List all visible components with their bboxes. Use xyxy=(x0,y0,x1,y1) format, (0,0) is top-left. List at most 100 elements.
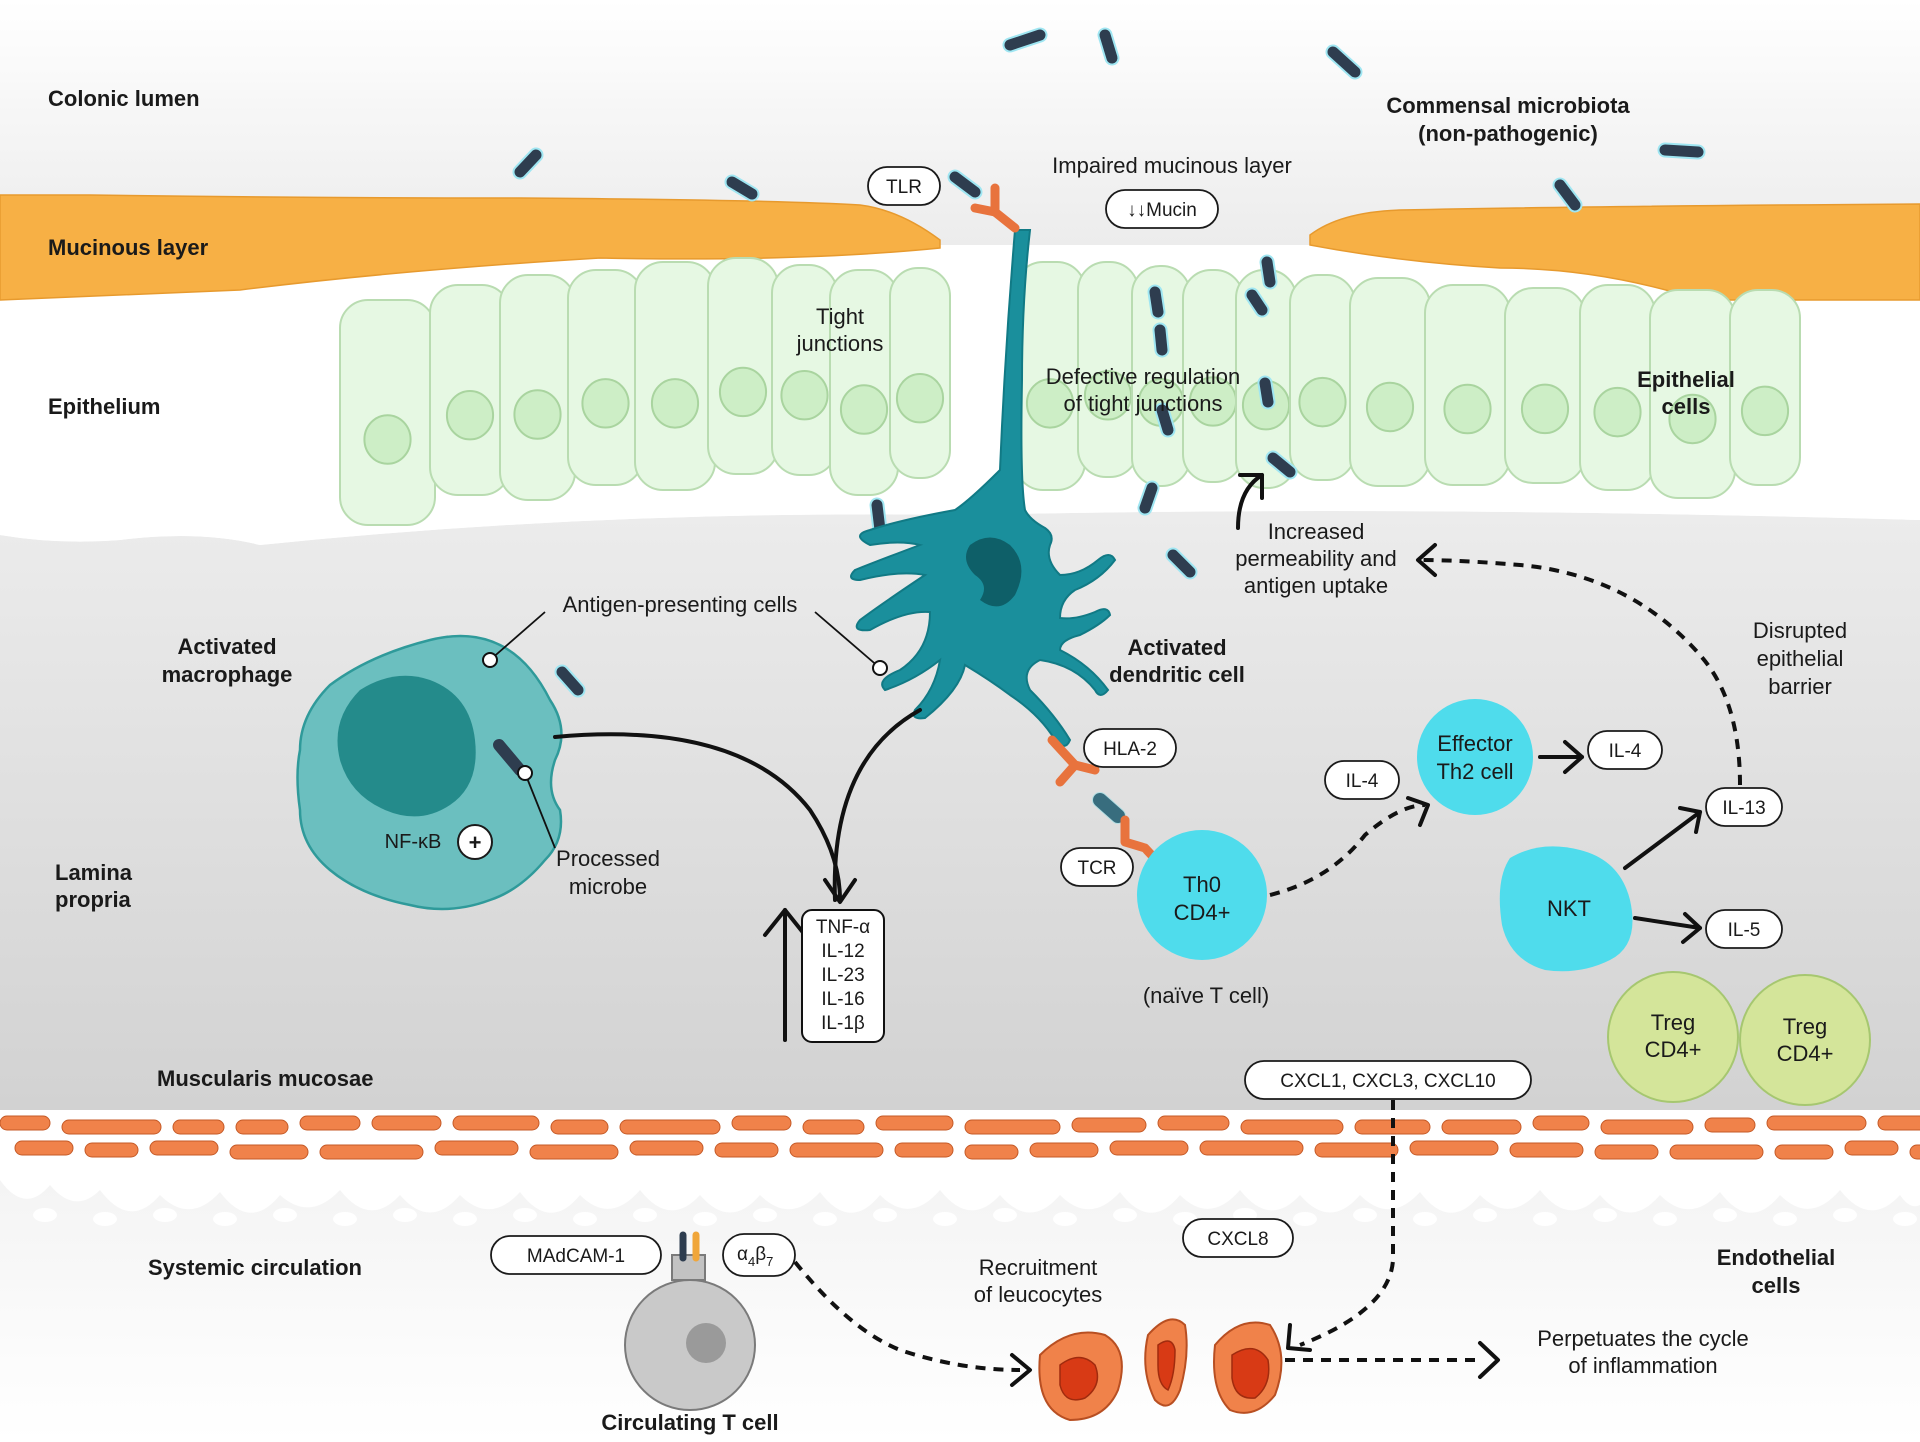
epithelial-nucleus xyxy=(895,372,945,424)
th0-cd4-cell xyxy=(1137,830,1267,960)
muscle-fiber xyxy=(14,1140,74,1156)
pill-tcr-text: TCR xyxy=(1077,858,1116,879)
bacterium xyxy=(514,149,542,178)
muscle-fiber xyxy=(1240,1119,1344,1135)
muscle-fiber xyxy=(550,1119,609,1135)
arrowhead-cxcl-leucocytes xyxy=(1286,1323,1312,1352)
label-increased-1: Increased xyxy=(1268,519,1365,544)
leucocyte-2 xyxy=(1144,1318,1188,1407)
svg-text:α4β7: α4β7 xyxy=(737,1244,773,1269)
pill-il4-right: IL-4 xyxy=(1587,730,1663,770)
bacterium xyxy=(1246,289,1268,316)
label-commensal-1: Commensal microbiota xyxy=(1386,93,1630,118)
cytokine-1: IL-12 xyxy=(821,941,864,962)
epithelial-cell xyxy=(567,269,644,486)
endothelial-nucleus xyxy=(33,1208,57,1222)
endothelial-nucleus xyxy=(813,1212,837,1226)
treg-cell-1 xyxy=(1607,971,1739,1103)
muscle-fiber xyxy=(875,1115,954,1131)
label-recruitment-1: Recruitment xyxy=(979,1255,1098,1280)
pill-mucin: ↓↓Mucin xyxy=(1105,189,1219,229)
cytokine-4: IL-1β xyxy=(821,1013,865,1034)
integrin-beta-sub: 7 xyxy=(766,1254,773,1269)
pill-hla2-text: HLA-2 xyxy=(1103,739,1157,760)
label-macrophage-2: macrophage xyxy=(162,662,293,687)
epithelial-nucleus xyxy=(650,378,700,429)
pill-il4-left-text: IL-4 xyxy=(1346,771,1379,792)
pill-cxcl-1-3-10: CXCL1, CXCL3, CXCL10 xyxy=(1244,1060,1532,1100)
cytokine-3: IL-16 xyxy=(821,989,864,1010)
label-defective-2: of tight junctions xyxy=(1064,391,1223,416)
pill-cxcl8-text: CXCL8 xyxy=(1207,1229,1268,1250)
endothelial-nucleus xyxy=(333,1212,357,1226)
pill-il5: IL-5 xyxy=(1705,909,1783,949)
endothelial-nucleus xyxy=(453,1212,477,1226)
pill-il4-left: IL-4 xyxy=(1324,760,1400,800)
callout-dot-dendritic xyxy=(872,660,888,676)
pill-il5-text: IL-5 xyxy=(1728,920,1761,941)
pill-tcr: TCR xyxy=(1060,847,1134,887)
endothelial-nucleus xyxy=(1833,1208,1857,1222)
pill-cxcl-1-3-10-text: CXCL1, CXCL3, CXCL10 xyxy=(1280,1071,1495,1092)
region-lamina-1: Lamina xyxy=(55,860,133,885)
arrowhead-macrophage-cytokines xyxy=(823,878,857,904)
bacterium xyxy=(1267,452,1296,478)
label-processed-2: microbe xyxy=(569,874,647,899)
epithelial-cell xyxy=(707,257,779,475)
nfkb-plus-icon xyxy=(457,824,493,860)
callout-line-macrophage xyxy=(489,611,546,661)
integrin-alpha: α xyxy=(737,1244,748,1265)
th0-text-2: CD4+ xyxy=(1174,900,1231,925)
pill-cxcl8: CXCL8 xyxy=(1182,1218,1294,1258)
epithelial-nucleus xyxy=(839,384,889,435)
treg2-text-2: CD4+ xyxy=(1777,1041,1834,1066)
endothelial-nucleus xyxy=(933,1212,957,1226)
hla-tcr-complex xyxy=(1047,735,1163,867)
label-perpetuates-1: Perpetuates the cycle xyxy=(1537,1326,1749,1351)
dendritic-cell xyxy=(850,229,1117,747)
label-nfkb: NF-κB xyxy=(385,831,442,853)
integrin-alpha-sub: 4 xyxy=(748,1254,755,1269)
muscle-fiber xyxy=(371,1115,442,1131)
endothelial-nucleus xyxy=(1473,1208,1497,1222)
dashed-arrow-t-cell-recruitment xyxy=(793,1260,1021,1372)
muscle-fiber xyxy=(1441,1119,1522,1135)
arrow-dendritic-to-cytokines xyxy=(832,708,922,902)
muscle-fiber xyxy=(1774,1144,1834,1160)
treg-cell-2 xyxy=(1739,974,1871,1106)
label-endothelial-1: Endothelial xyxy=(1717,1245,1836,1270)
epithelial-nucleus xyxy=(1365,381,1415,433)
muscle-fiber xyxy=(1199,1140,1304,1156)
endothelial-nucleus xyxy=(1893,1212,1917,1226)
arrowhead-epithelium-uptake xyxy=(1238,473,1264,500)
t-cell-nucleus xyxy=(686,1323,726,1363)
bacterium xyxy=(1659,144,1704,158)
arrow-nkt-il5 xyxy=(1633,916,1702,930)
macrophage-nucleus xyxy=(337,675,476,817)
epithelial-cell xyxy=(339,299,436,526)
activated-macrophage xyxy=(296,634,563,911)
pill-tlr: TLR xyxy=(867,166,941,206)
callout-line-processed xyxy=(524,772,556,849)
muscle-fiber xyxy=(964,1119,1061,1135)
bacterium xyxy=(1099,29,1118,64)
muscle-fiber xyxy=(1532,1115,1590,1131)
bacterium xyxy=(726,176,758,200)
bacterium xyxy=(1139,482,1158,514)
arrowhead-th0-th2 xyxy=(1406,796,1430,827)
endothelial-nucleus xyxy=(1653,1212,1677,1226)
cytokine-0: TNF-α xyxy=(816,917,870,938)
callout-dot-macrophage xyxy=(482,652,498,668)
muscle-fiber xyxy=(789,1142,884,1158)
label-circulating-t-cell: Circulating T cell xyxy=(601,1410,778,1435)
muscle-fiber xyxy=(1704,1117,1756,1133)
muscle-fiber xyxy=(714,1142,779,1158)
bacterium xyxy=(1156,404,1174,436)
label-dendritic-1: Activated xyxy=(1127,635,1226,660)
label-increased-2: permeability and xyxy=(1235,546,1396,571)
muscle-fiber xyxy=(894,1142,954,1158)
endothelial-nucleus xyxy=(1533,1212,1557,1226)
treg1-text-2: CD4+ xyxy=(1645,1037,1702,1062)
bacterium xyxy=(1149,286,1164,318)
endothelial-nucleus xyxy=(1053,1212,1077,1226)
